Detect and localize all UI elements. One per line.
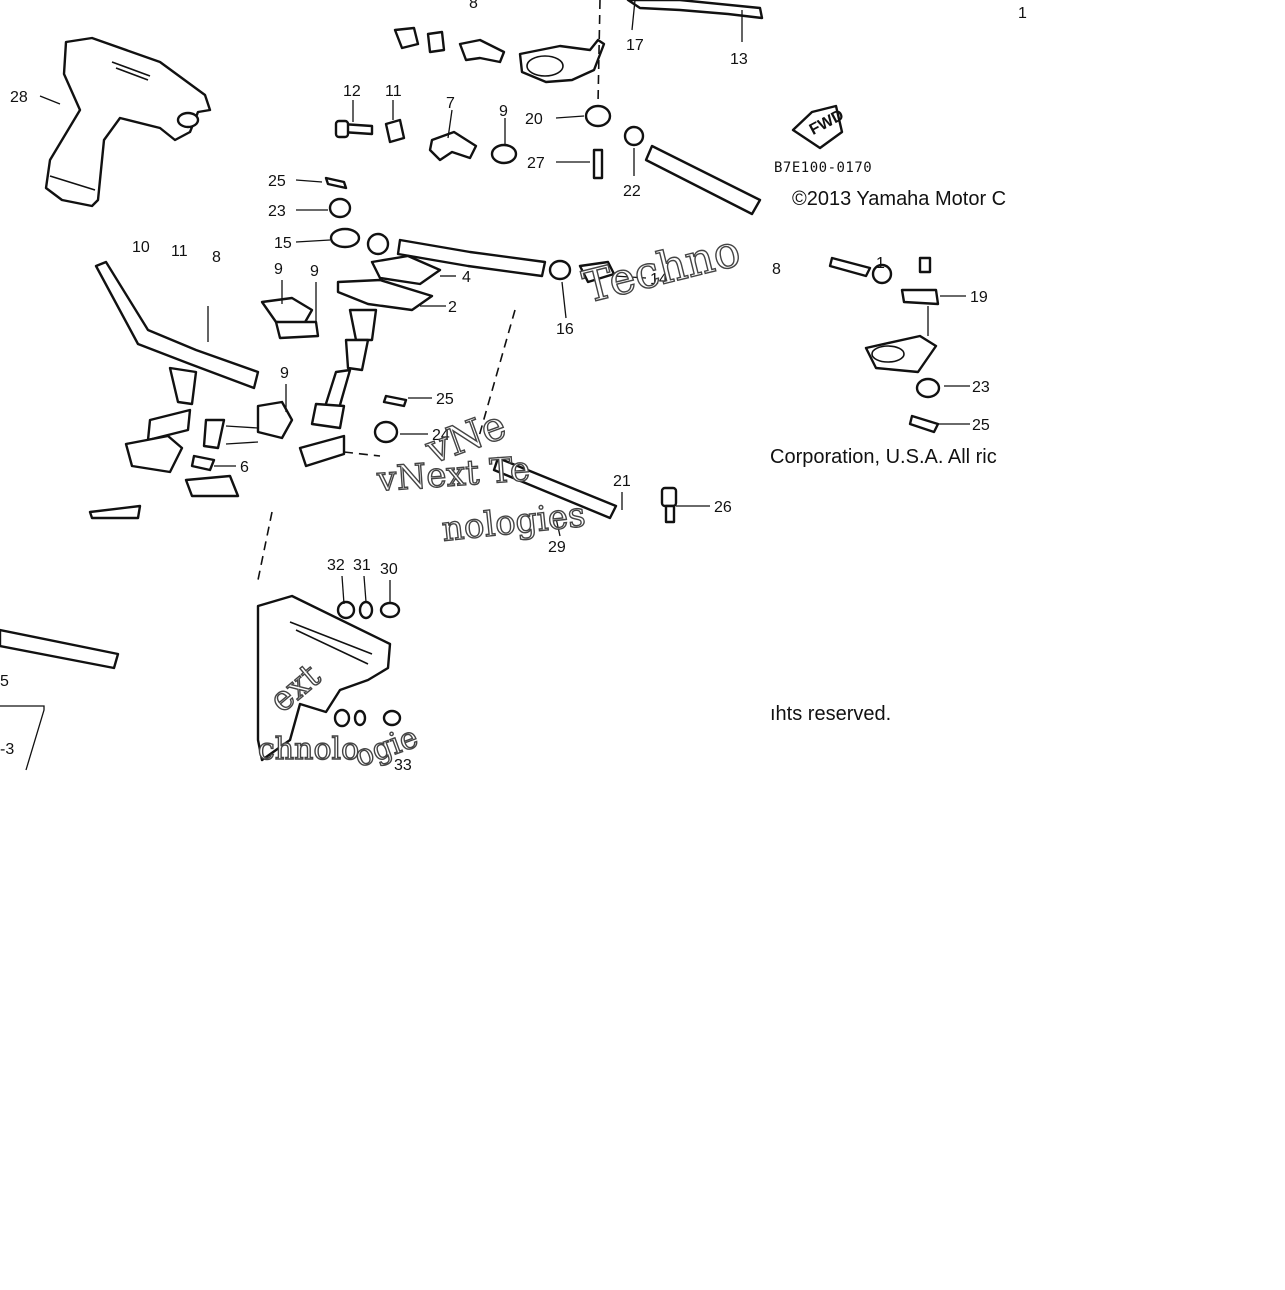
lower-rod-parts — [492, 456, 678, 524]
callout-label: 17 — [626, 37, 644, 54]
callout-label: 21 — [613, 473, 631, 490]
callout-label: 23 — [972, 379, 990, 396]
callout-label: 2 — [448, 299, 457, 316]
callout-label: 14 — [650, 271, 668, 288]
center-steering-column — [256, 176, 616, 468]
copyright-line-1: ©2013 Yamaha Motor C — [792, 188, 1007, 210]
callout-label: 29 — [548, 539, 566, 556]
callout-label: 8 — [212, 249, 221, 266]
copyright-line-2: Corporation, U.S.A. All ric — [770, 446, 997, 468]
middle-row-parts — [334, 104, 762, 216]
fwd-arrow-icon: FWD — [791, 104, 847, 150]
handlebar-assembly — [0, 260, 260, 670]
watermark-text: chnolo — [257, 731, 360, 767]
top-row-parts — [393, 0, 764, 84]
callout-label: 9 — [310, 263, 319, 280]
grip-handle-part-28 — [44, 36, 212, 208]
callout-label: 24 — [432, 427, 450, 444]
callout-label: 11 — [171, 243, 188, 260]
callout-label: 6 — [240, 459, 249, 476]
callout-label: 22 — [623, 183, 641, 200]
callout-label: 25 — [268, 173, 286, 190]
callout-label: 4 — [462, 269, 471, 286]
callout-label: 31 — [353, 557, 371, 574]
callout-label: 1 — [1018, 5, 1027, 22]
callout-label: -3 — [0, 741, 14, 758]
callout-label: 9 — [280, 365, 289, 382]
callout-label: 5 — [0, 673, 9, 690]
callout-label: 8 — [772, 261, 781, 278]
callout-label: 27 — [527, 155, 545, 172]
callout-label: 11 — [385, 83, 402, 100]
callout-label: 25 — [436, 391, 454, 408]
callout-labels: 28 8 17 13 1 12 11 7 9 20 27 22 25 23 15… — [0, 0, 1027, 774]
callout-label: 26 — [714, 499, 732, 516]
callout-label: 7 — [446, 95, 455, 112]
callout-label: 9 — [274, 261, 283, 278]
callout-label: 15 — [274, 235, 292, 252]
callout-label: 10 — [132, 239, 150, 256]
diagram-code: B7E100-0170 — [774, 160, 873, 176]
callout-label: 25 — [972, 417, 990, 434]
callout-label: 30 — [380, 561, 398, 578]
callout-label: 20 — [525, 111, 543, 128]
callout-label: 28 — [10, 89, 28, 106]
right-side-linkage — [828, 256, 941, 434]
callout-label: 1 — [876, 255, 885, 272]
lower-bracket-part — [256, 594, 402, 762]
callout-label: 12 — [343, 83, 361, 100]
callout-leader-lines — [0, 0, 970, 771]
callout-label: 33 — [394, 757, 412, 774]
callout-label: 23 — [268, 203, 286, 220]
callout-label: 9 — [499, 103, 508, 120]
dashed-guide-lines — [257, 0, 601, 581]
callout-label: 32 — [327, 557, 345, 574]
callout-label: 8 — [469, 0, 478, 12]
copyright-line-3: ıhts reserved. — [770, 703, 892, 725]
callout-label: 13 — [730, 51, 748, 68]
callout-label: 19 — [970, 289, 988, 306]
callout-label: 16 — [556, 321, 574, 338]
